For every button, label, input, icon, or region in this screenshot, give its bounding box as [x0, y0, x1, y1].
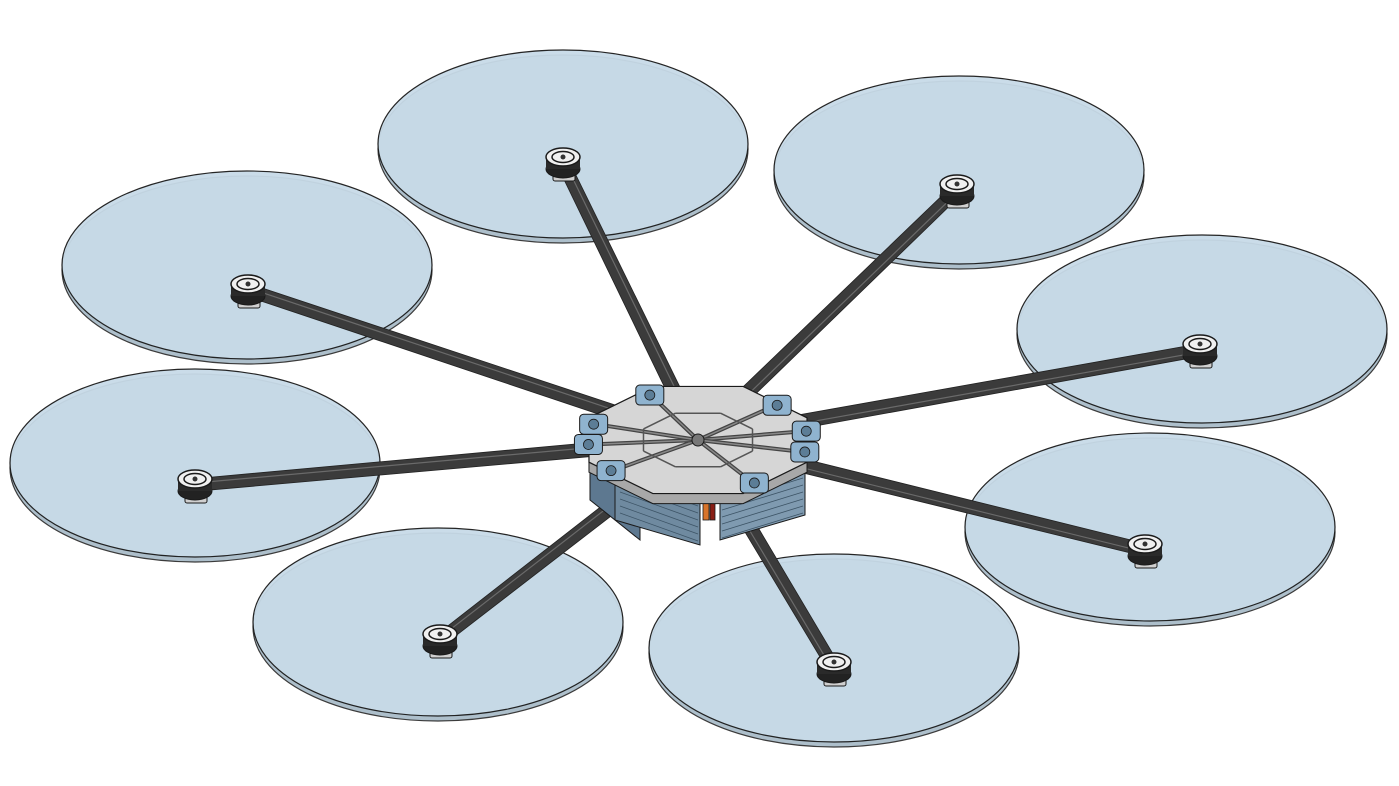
rotor-disc — [773, 75, 1145, 270]
rotor-disc — [377, 49, 749, 244]
motor — [939, 174, 975, 209]
motors-layer — [177, 147, 1218, 687]
center-bolt — [691, 433, 705, 447]
motor — [177, 469, 213, 504]
arm-clamp — [791, 420, 821, 442]
motor — [1182, 334, 1218, 369]
motor — [816, 652, 852, 687]
rotor-disc — [964, 432, 1336, 627]
arm-clamp — [635, 384, 665, 406]
motor — [230, 274, 266, 309]
motor — [1127, 534, 1163, 569]
motor — [422, 624, 458, 659]
arm-clamp — [573, 433, 603, 455]
arm-clamp — [762, 394, 792, 416]
arm-clamp — [790, 441, 820, 463]
rotor-disc — [9, 368, 381, 563]
arm-clamp — [596, 460, 626, 482]
rotor-disc — [648, 553, 1020, 748]
central-hub — [573, 384, 821, 546]
arm-clamp — [579, 413, 609, 435]
motor — [545, 147, 581, 182]
arm-clamp — [739, 472, 769, 494]
rotor-disc — [1016, 234, 1388, 429]
